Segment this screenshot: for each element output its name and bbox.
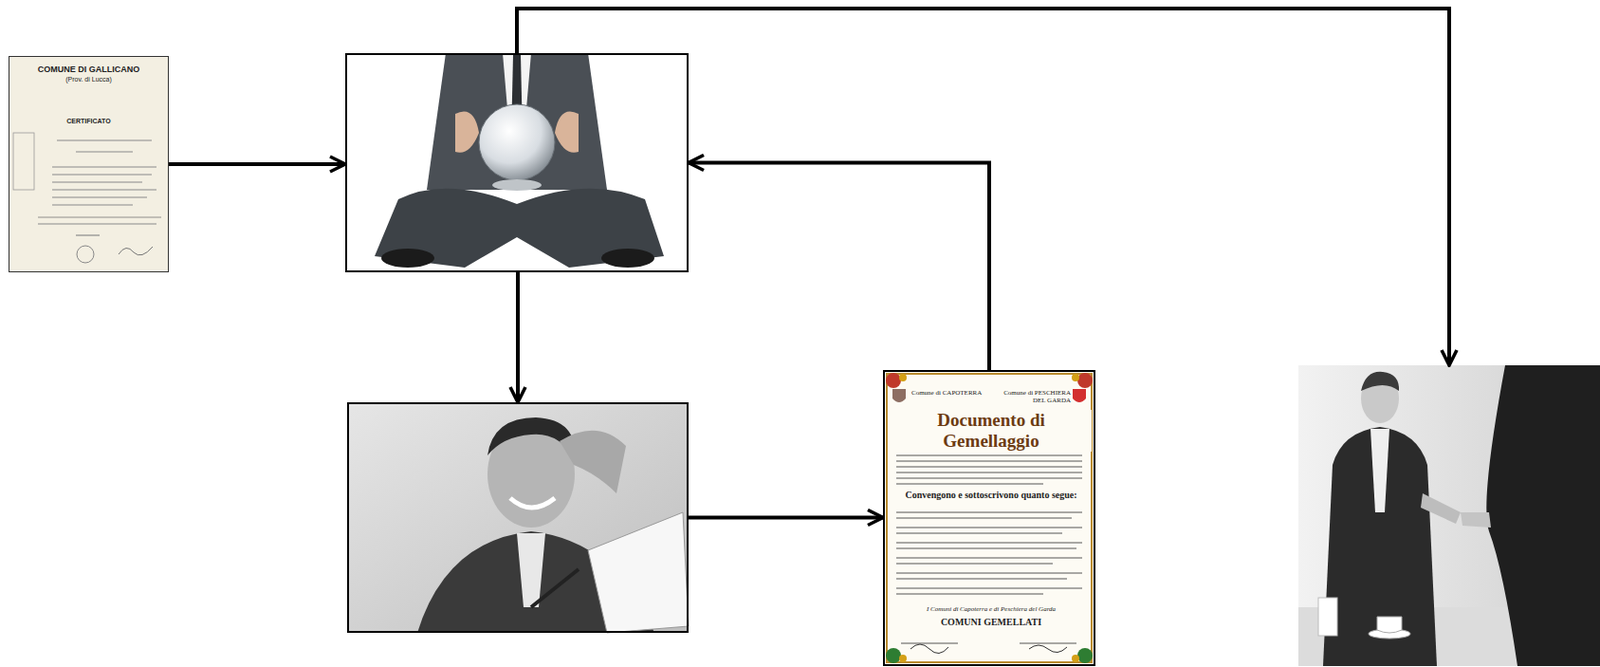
- document-title: CERTIFICATO: [17, 117, 161, 126]
- twinning-document: Comune di CAPOTERRA Comune di PESCHIERA D…: [882, 369, 1096, 666]
- municipality-name: Comune di CAPOTERRA: [911, 388, 986, 397]
- document-heading: COMUNE DI GALLICANO: [17, 64, 161, 74]
- photo-box: [1298, 365, 1600, 666]
- document-closing-title: COMUNI GEMELLATI: [894, 616, 1088, 628]
- certificate-picture: [8, 55, 169, 273]
- flow-arrow: [168, 162, 346, 166]
- municipality-name: Comune di PESCHIERA DEL GARDA: [991, 388, 1071, 405]
- document-closing: I Comuni di Capoterra e di Peschiera del…: [894, 605, 1088, 613]
- handshake-photo: [1298, 365, 1600, 666]
- flow-arrow: [688, 515, 883, 520]
- document-subheading: (Prov. di Lucca): [17, 75, 161, 84]
- certificate-document: COMUNE DI GALLICANO(Prov. di Lucca) CERTI…: [8, 55, 169, 273]
- photo-box: [345, 53, 689, 273]
- flow-arrow: [515, 272, 520, 403]
- twinning-document-picture: [882, 369, 1096, 666]
- document-subtitle: Convengono e sottoscrivono quanto segue:: [894, 489, 1088, 501]
- crystal-ball-photo: [345, 53, 689, 273]
- flow-arrow: [688, 163, 990, 371]
- photo-box: [347, 402, 689, 633]
- document-title: Documento di Gemellaggio: [890, 409, 1092, 452]
- flow-arrow: [516, 8, 1450, 366]
- laughing-man-photo: [347, 402, 689, 633]
